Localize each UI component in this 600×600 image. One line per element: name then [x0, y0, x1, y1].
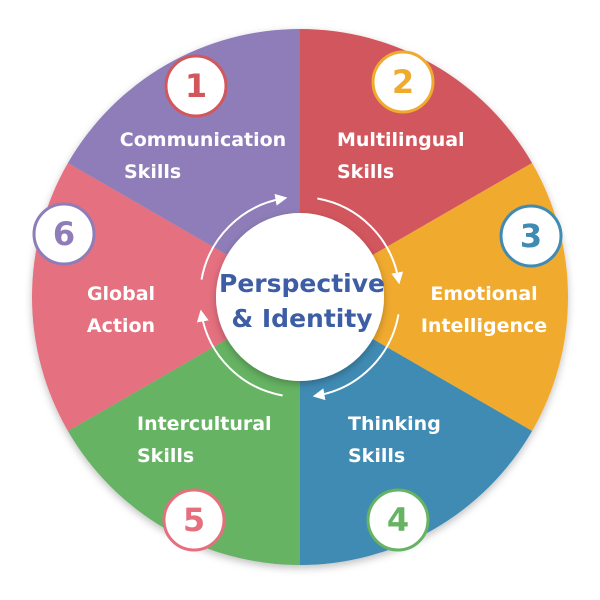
badge-5-circle	[162, 488, 226, 552]
segment-4-label-line2: Skills	[348, 445, 405, 467]
badge-5: 5	[162, 488, 226, 552]
segment-5-label-line2: Skills	[137, 445, 194, 467]
segment-6-label: Global	[87, 283, 155, 305]
center-circle	[216, 213, 384, 381]
badge-5-number: 5	[183, 501, 205, 539]
badge-3: 3	[499, 204, 563, 268]
cycle-arrow-1	[317, 197, 404, 285]
segment-6-label-line2: Action	[87, 315, 155, 337]
cycle-arrows	[196, 193, 404, 401]
badge-3-circle	[499, 204, 563, 268]
badge-4-number: 4	[387, 501, 409, 539]
segment-1-label-line2: Skills	[124, 161, 181, 183]
segment-2-label: Multilingual	[337, 129, 465, 151]
center-hub: Perspective & Identity	[196, 193, 404, 401]
cycle-arrow-2	[312, 314, 400, 401]
segment-2-label-line2: Skills	[337, 161, 394, 183]
segment-3-label-line2: Intelligence	[421, 315, 547, 337]
badge-6: 6	[32, 202, 96, 266]
cycle-arrow-3	[196, 309, 283, 397]
segment-labels: Communication Skills Multilingual Skills…	[87, 129, 547, 467]
center-title-line1: Perspective	[219, 269, 385, 298]
segment-6	[67, 28, 301, 255]
badge-1: 1	[164, 54, 228, 118]
center-title-line2: & Identity	[231, 304, 372, 333]
segment-1-label: Communication	[120, 129, 286, 151]
badge-3-number: 3	[520, 217, 542, 255]
badge-6-number: 6	[53, 215, 75, 253]
number-badges: 1 2 3 4 5 6	[32, 50, 563, 552]
cycle-arrow-4	[200, 193, 288, 280]
badge-4: 4	[366, 488, 430, 552]
badge-1-circle	[164, 54, 228, 118]
badge-2-circle	[371, 50, 435, 114]
segment-3	[300, 339, 533, 565]
segment-3-label: Emotional	[430, 283, 537, 305]
segment-5-label: Intercultural	[137, 413, 272, 435]
badge-4-circle	[366, 488, 430, 552]
badge-2: 2	[371, 50, 435, 114]
badge-6-circle	[32, 202, 96, 266]
badge-2-number: 2	[392, 63, 414, 101]
segment-4	[67, 339, 301, 565]
segment-1	[300, 29, 533, 255]
badge-1-number: 1	[185, 67, 207, 105]
segment-4-label: Thinking	[348, 413, 441, 435]
